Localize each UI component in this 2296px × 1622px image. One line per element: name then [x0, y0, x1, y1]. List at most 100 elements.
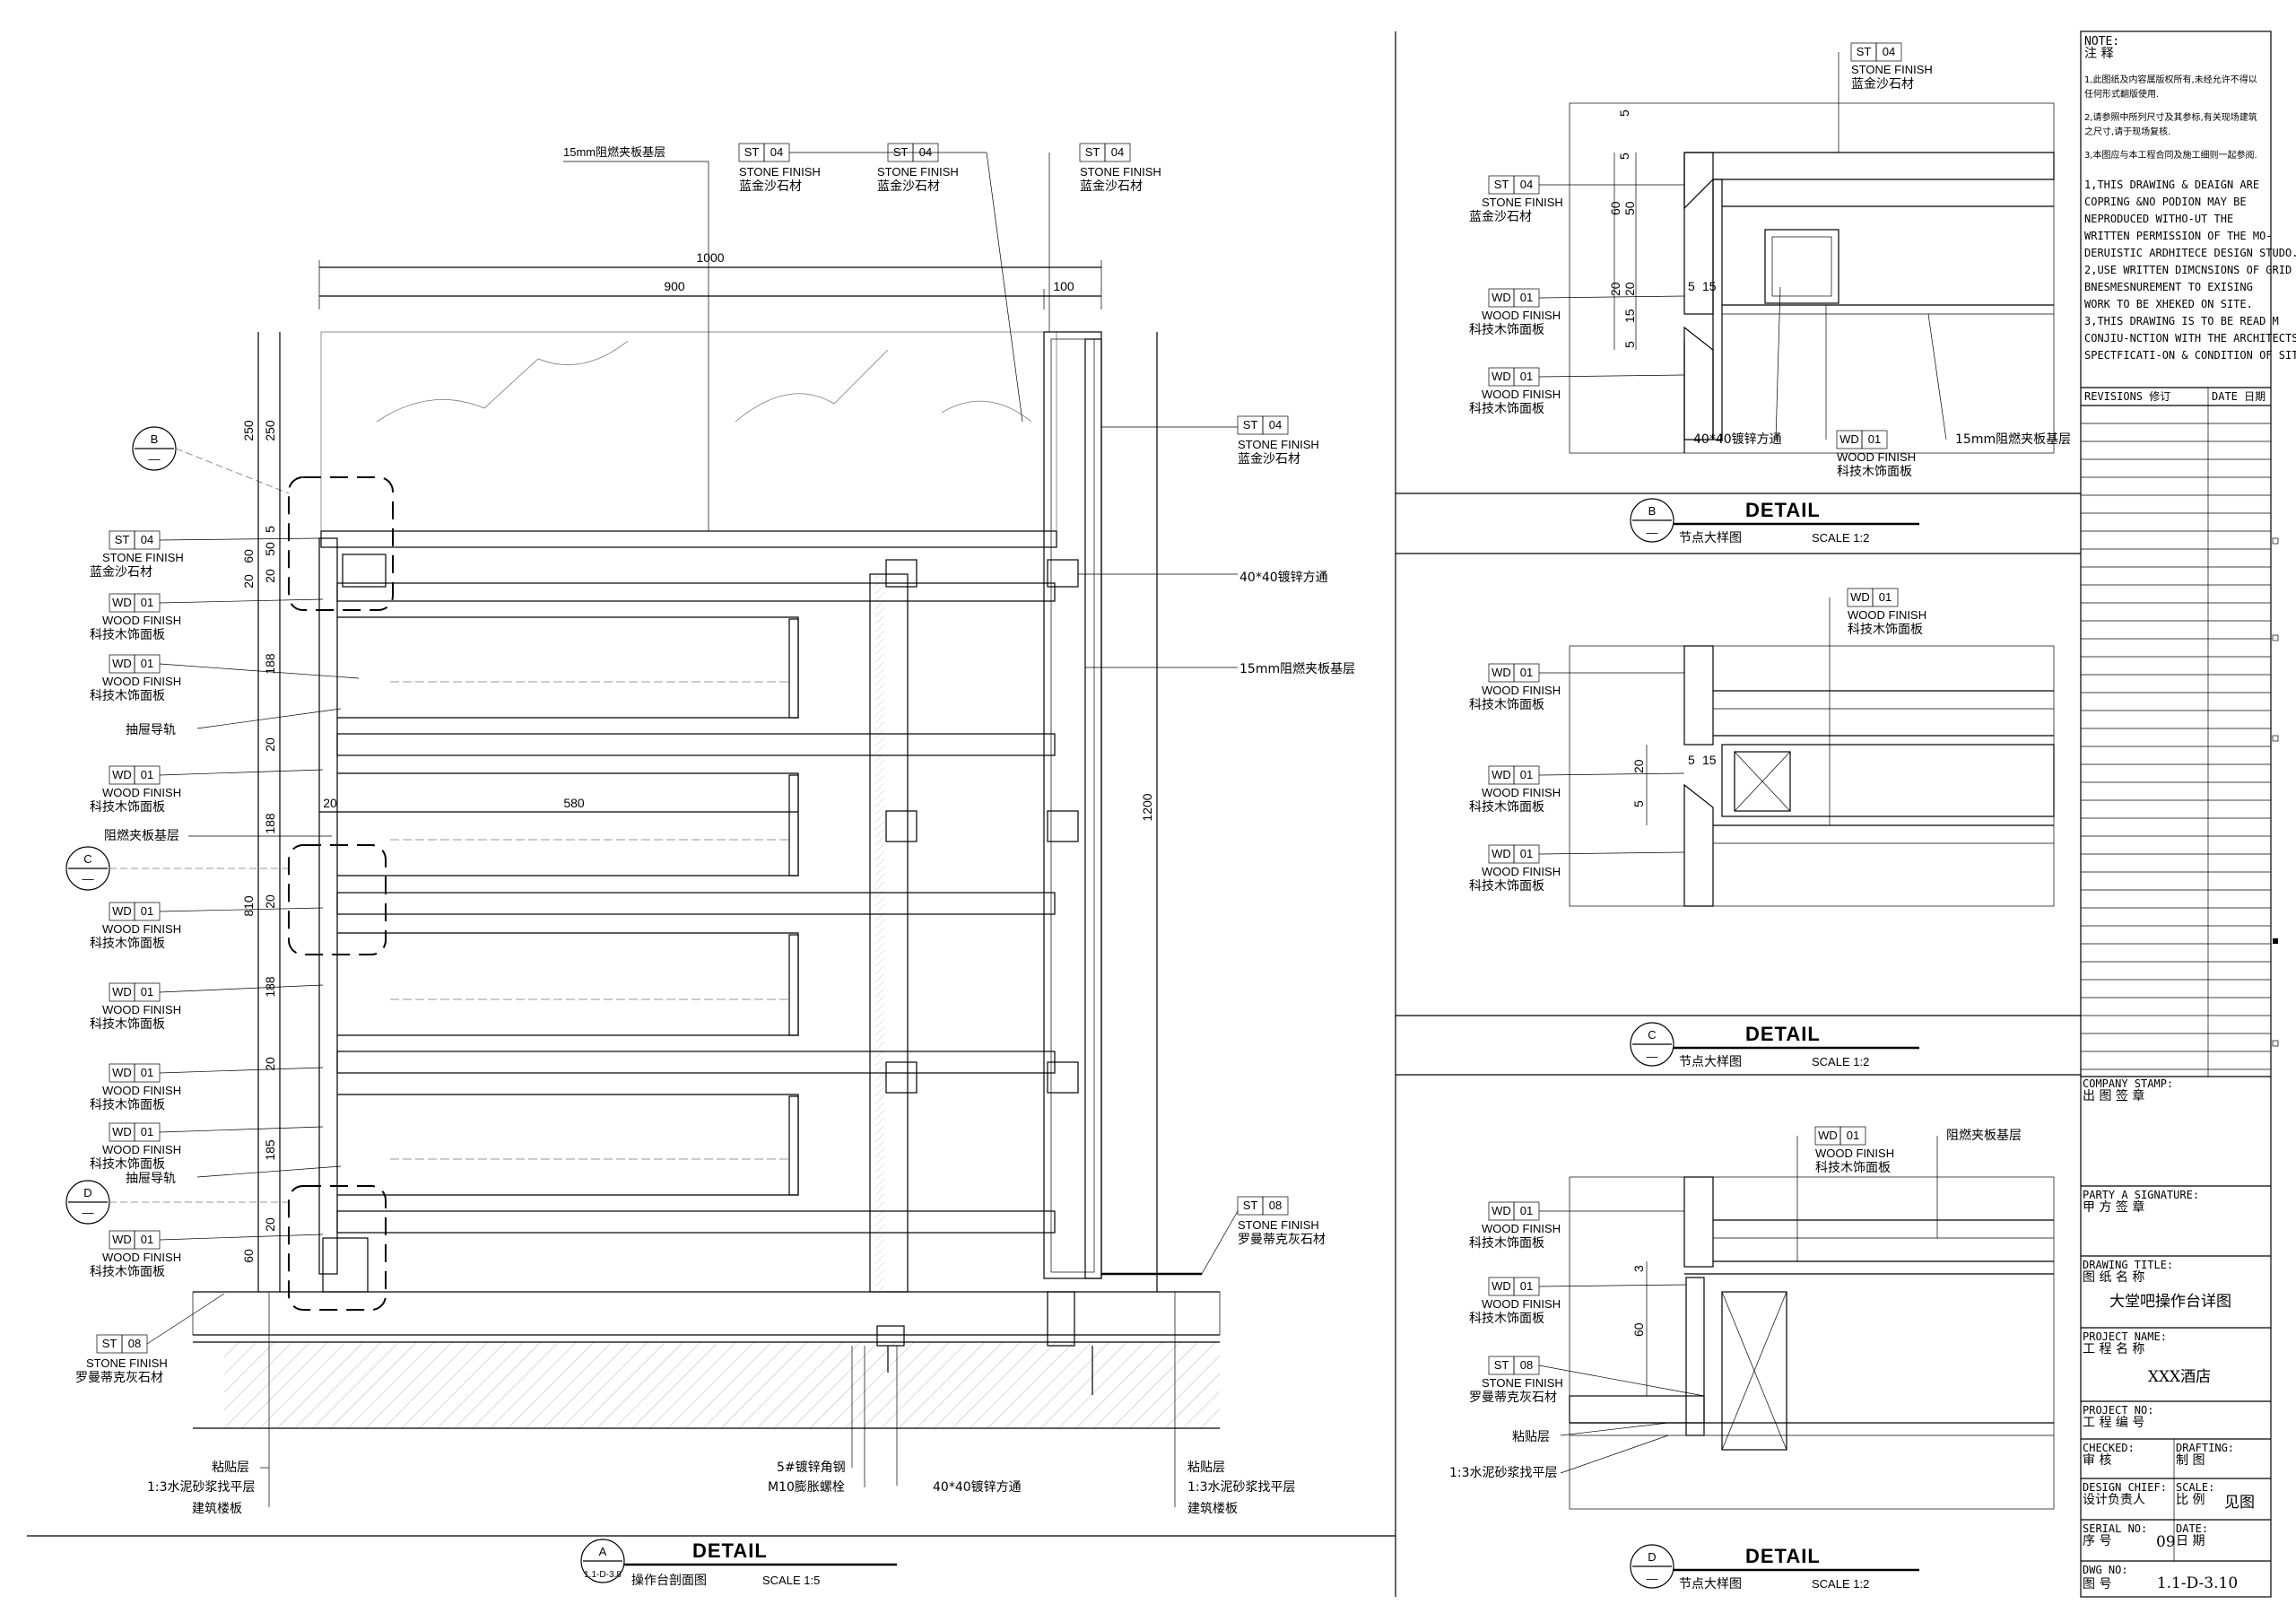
- label-rail-1: 抽屉导轨: [126, 708, 342, 737]
- svg-text:ST: ST: [115, 533, 130, 546]
- svg-text:阻燃夹板基层: 阻燃夹板基层: [1946, 1128, 2022, 1143]
- svg-text:科技木饰面板: 科技木饰面板: [1469, 879, 1544, 894]
- svg-text:20: 20: [1622, 282, 1637, 296]
- svg-text:5: 5: [1688, 753, 1695, 767]
- svg-text:科技木饰面板: 科技木饰面板: [90, 1157, 165, 1172]
- counter-stone-top: [320, 530, 1057, 548]
- svg-text:20: 20: [263, 737, 277, 752]
- svg-text:SCALE 1:2: SCALE 1:2: [1812, 1055, 1869, 1068]
- svg-text:DWG NO:: DWG NO:: [2083, 1564, 2128, 1576]
- backsplash-stone-area: [320, 331, 1057, 532]
- drawer-4: [337, 1094, 799, 1196]
- svg-text:B: B: [151, 432, 159, 446]
- svg-text:DATE:: DATE:: [2176, 1522, 2208, 1535]
- back-stone: [1084, 338, 1102, 1279]
- svg-text:DESIGN CHIEF:: DESIGN CHIEF:: [2083, 1481, 2167, 1494]
- svg-text:188: 188: [263, 976, 277, 998]
- svg-text:比 例: 比 例: [2176, 1493, 2205, 1507]
- callout-d[interactable]: D —: [65, 1180, 289, 1225]
- callout-c[interactable]: C —: [65, 846, 289, 891]
- building-slab: [224, 1342, 1220, 1428]
- svg-text:甲 方 签 章: 甲 方 签 章: [2083, 1199, 2144, 1215]
- svg-text:01: 01: [1520, 291, 1533, 304]
- svg-text:01: 01: [141, 1233, 153, 1246]
- svg-text:01: 01: [141, 1066, 153, 1079]
- callout-b[interactable]: B —: [132, 426, 290, 494]
- svg-text:188: 188: [263, 813, 277, 834]
- svg-text:WD: WD: [1492, 847, 1511, 860]
- label-top-stone-3: ST 04 STONE FINISH 蓝金沙石材: [1048, 143, 1161, 332]
- svg-text:20: 20: [1631, 759, 1646, 773]
- svg-text:科技木饰面板: 科技木饰面板: [1469, 1312, 1544, 1326]
- svg-text:5: 5: [1631, 800, 1646, 807]
- svg-text:节点大样图: 节点大样图: [1679, 1577, 1742, 1591]
- svg-text:科技木饰面板: 科技木饰面板: [1815, 1161, 1891, 1175]
- label-rail-2: 抽屉导轨: [126, 1165, 342, 1186]
- svg-text:60: 60: [241, 1249, 256, 1263]
- svg-text:WD: WD: [112, 768, 132, 781]
- svg-text:STONE FINISH: STONE FINISH: [102, 551, 184, 564]
- svg-text:5: 5: [1622, 341, 1637, 348]
- svg-text:20: 20: [1608, 282, 1622, 296]
- svg-text:08: 08: [128, 1337, 141, 1350]
- detail-b: 5 5 60 50 20 20 5 15 15 5 ST 04 STONE FI…: [1469, 42, 2071, 545]
- svg-text:01: 01: [141, 596, 153, 609]
- svg-text:SCALE 1:2: SCALE 1:2: [1812, 1577, 1869, 1591]
- svg-text:SERIAL NO:: SERIAL NO:: [2083, 1522, 2147, 1535]
- drawer-2: [337, 772, 799, 876]
- svg-text:5#镀锌角钢: 5#镀锌角钢: [777, 1460, 846, 1475]
- svg-text:04: 04: [919, 145, 932, 159]
- svg-text:STONE FINISH: STONE FINISH: [1482, 1376, 1563, 1390]
- svg-text:节点大样图: 节点大样图: [1679, 1055, 1742, 1069]
- svg-text:01: 01: [1879, 590, 1892, 604]
- svg-text:建筑楼板: 建筑楼板: [1187, 1502, 1238, 1516]
- svg-text:M10膨胀螺栓: M10膨胀螺栓: [768, 1479, 845, 1495]
- svg-text:罗曼蒂克灰石材: 罗曼蒂克灰石材: [75, 1371, 163, 1385]
- svg-text:制 图: 制 图: [2176, 1453, 2205, 1468]
- bottom-labels-right: 粘贴层 1:3水泥砂浆找平层 建筑楼板: [1174, 1292, 1296, 1516]
- svg-text:出 图 签 章: 出 图 签 章: [2083, 1088, 2144, 1103]
- svg-text:阻燃夹板基层: 阻燃夹板基层: [104, 828, 179, 843]
- callout-box-b: [288, 476, 394, 611]
- svg-text:WD: WD: [112, 985, 132, 998]
- svg-text:ST: ST: [1857, 45, 1872, 58]
- svg-text:WOOD FINISH: WOOD FINISH: [1482, 786, 1561, 799]
- label-bottom-left-stone: ST 08 STONE FINISH 罗曼蒂克灰石材: [75, 1293, 225, 1385]
- svg-text:60: 60: [1631, 1322, 1646, 1337]
- svg-text:40*40镀锌方通: 40*40镀锌方通: [1693, 432, 1782, 447]
- svg-text:CHECKED:: CHECKED:: [2083, 1442, 2135, 1454]
- svg-text:科技木饰面板: 科技木饰面板: [1848, 623, 1923, 637]
- svg-text:SCALE 1:5: SCALE 1:5: [762, 1574, 820, 1587]
- svg-text:节点大样图: 节点大样图: [1679, 531, 1742, 545]
- label-fire-board: 阻燃夹板基层: [104, 828, 332, 843]
- svg-text:之尺寸,请于现场复核.: 之尺寸,请于现场复核.: [2084, 126, 2170, 137]
- svg-text:见图: 见图: [2224, 1494, 2255, 1512]
- main-detail-a: B — C — D — 1000 900 100: [65, 143, 1355, 1588]
- svg-text:设计负责人: 设计负责人: [2083, 1493, 2145, 1507]
- svg-text:15mm阻燃夹板基层: 15mm阻燃夹板基层: [563, 145, 665, 159]
- svg-text:WOOD FINISH: WOOD FINISH: [1482, 684, 1561, 697]
- svg-text:日 期: 日 期: [2176, 1534, 2205, 1548]
- svg-text:粘贴层: 粘贴层: [1187, 1461, 1225, 1475]
- svg-text:04: 04: [1111, 145, 1124, 159]
- svg-text:DETAIL: DETAIL: [1745, 1023, 1821, 1045]
- svg-text:WD: WD: [1492, 1204, 1511, 1217]
- svg-text:科技木饰面板: 科技木饰面板: [90, 800, 165, 815]
- svg-text:WD: WD: [1818, 1129, 1838, 1142]
- svg-text:2,请参照中所列尺寸及其参标,有关现场建筑: 2,请参照中所列尺寸及其参标,有关现场建筑: [2084, 111, 2257, 123]
- svg-text:250: 250: [263, 420, 277, 441]
- svg-text:WOOD FINISH: WOOD FINISH: [102, 1003, 181, 1016]
- svg-text:蓝金沙石材: 蓝金沙石材: [90, 565, 152, 580]
- svg-text:WD: WD: [1492, 768, 1511, 781]
- svg-text:WOOD FINISH: WOOD FINISH: [102, 675, 181, 688]
- svg-text:20: 20: [263, 569, 277, 583]
- svg-text:WOOD FINISH: WOOD FINISH: [1482, 309, 1561, 322]
- svg-text:粘贴层: 粘贴层: [212, 1461, 249, 1475]
- svg-text:5: 5: [1617, 109, 1631, 117]
